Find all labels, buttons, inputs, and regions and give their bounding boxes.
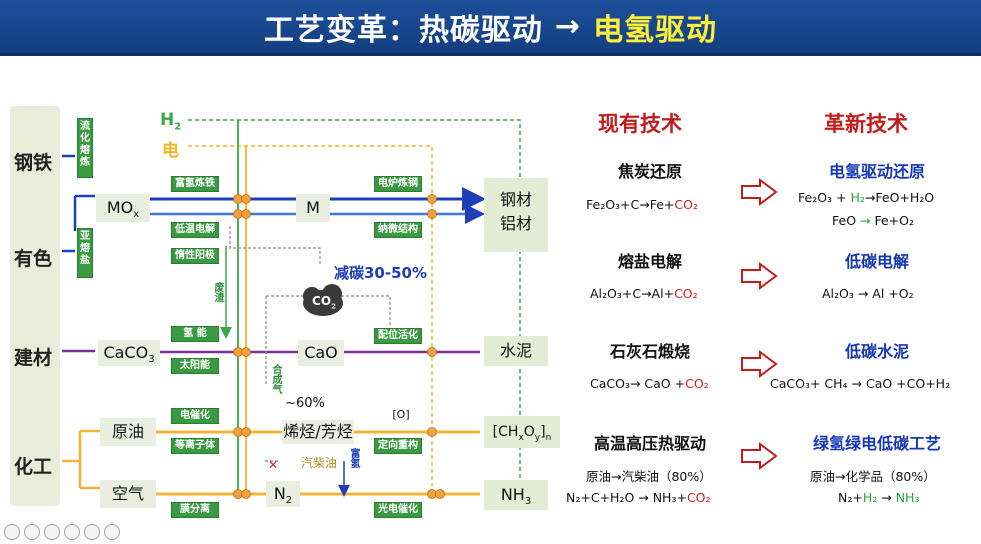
process-hydrogen-energy: 氢 能 <box>171 326 219 342</box>
old-eq-iron: Fe₂O₃+C→Fe+CO₂ <box>586 197 698 212</box>
product-aluminum: 铝材 <box>499 214 532 233</box>
label-waste-slag: 废渣 <box>212 282 223 302</box>
new-title-low-carbon-electrolysis: 低碳电解 <box>844 252 909 271</box>
control-icon-2[interactable] <box>24 524 40 540</box>
old-eq-chemical-1: 原油→汽柴油（80%） <box>586 469 712 484</box>
old-title-molten-salt: 熔盐电解 <box>617 252 682 271</box>
process-electrocatalysis: 电催化 <box>171 408 219 424</box>
new-title-h2-reduction: 电氢驱动还原 <box>828 162 925 181</box>
node-cao: CaO <box>298 340 344 366</box>
process-nano-structure: 纳微结构 <box>374 222 422 238</box>
category-panel <box>10 106 60 506</box>
node-crude-oil: 原油 <box>100 418 156 446</box>
control-icon-4[interactable] <box>64 524 80 540</box>
electricity-source-label: 电 <box>162 141 179 161</box>
old-eq-aluminum: Al₂O₃+C→Al+CO₂ <box>590 286 698 301</box>
column-new-tech: 革新技术 <box>824 112 908 136</box>
node-air: 空气 <box>100 480 156 508</box>
label-hydrogen-rich: 富氢 <box>348 448 359 468</box>
old-title-high-temp-pressure: 高温高压热驱动 <box>593 434 706 453</box>
label-oxygen: [O] <box>392 408 410 421</box>
label-syngas: 合成气 <box>270 364 281 394</box>
co2-cloud-icon <box>303 284 343 316</box>
control-icon-6[interactable] <box>104 524 120 540</box>
process-plasma: 等离子体 <box>171 438 219 454</box>
node-caco3: CaCO3 <box>98 340 160 366</box>
old-eq-cement: CaCO₃→ CaO +CO₂ <box>590 376 709 391</box>
co2-cloud-label: CO2 <box>312 294 336 311</box>
arrow-right-icon <box>741 442 778 470</box>
process-directional-restructure: 定向重构 <box>374 438 422 454</box>
process-inert-anode: 惰性阳极 <box>171 248 219 264</box>
process-photoelectrocatalysis: 光电催化 <box>374 502 422 518</box>
new-eq-iron-2: FeO → Fe+O₂ <box>832 213 914 228</box>
product-cement: 水泥 <box>484 336 548 366</box>
title-arrow: → <box>554 9 582 44</box>
old-title-coke-reduction: 焦炭还原 <box>617 162 682 181</box>
new-eq-chemical-1: 原油→化学品（80%） <box>810 469 936 484</box>
arrow-right-icon <box>741 350 778 378</box>
process-low-temp-electrolysis: 低温电解 <box>171 222 219 238</box>
new-eq-aluminum: Al₂O₃ → Al +O₂ <box>822 286 914 301</box>
h2-source-label: H2 <box>160 110 182 133</box>
new-eq-cement: CaCO₃+ CH₄ → CaO +CO+H₂ <box>770 376 951 391</box>
title-part-2: 电氢驱动 <box>593 12 718 48</box>
product-chxoy: [CHxOy]n <box>484 416 560 448</box>
category-building: 建材 <box>14 347 53 369</box>
new-eq-iron-1: Fe₂O₃ + H₂→FeO+H₂O <box>798 190 935 205</box>
new-title-low-carbon-cement: 低碳水泥 <box>844 342 909 361</box>
new-eq-chemical-2: N₂+H₂ → NH₃ <box>838 490 920 505</box>
process-coordination-activation: 配位活化 <box>374 328 422 344</box>
slide-title: 工艺变革：热碳驱动 → 电氢驱动 <box>0 0 981 56</box>
control-icon-3[interactable] <box>44 524 60 540</box>
label-diesel: 汽柴油 <box>300 456 337 470</box>
carbon-reduction-label: 减碳30-50% <box>334 264 428 282</box>
node-mox: MOx <box>96 194 150 222</box>
old-title-limestone: 石灰石煅烧 <box>609 342 690 361</box>
process-electric-furnace: 电炉炼钢 <box>374 176 422 192</box>
process-membrane-separation: 膜分离 <box>171 502 219 518</box>
label-60-percent: ~60% <box>285 396 325 411</box>
title-part-1: 工艺变革：热碳驱动 <box>263 12 543 48</box>
control-icon-1[interactable] <box>4 524 20 540</box>
new-title-green-process: 绿氢绿电低碳工艺 <box>812 434 941 453</box>
category-steel: 钢铁 <box>14 152 53 174</box>
arrow-right-icon <box>741 178 778 206</box>
node-olefin-aromatics: 烯烃/芳烃 <box>282 420 354 444</box>
process-solar-energy: 太阳能 <box>171 358 219 374</box>
product-steel-aluminum: 钢材 铝材 <box>484 178 548 252</box>
category-chemical: 化工 <box>14 456 53 478</box>
slide-body: ✕ 钢铁 有色 建材 化工 流化熔炼 亚熔盐 H2 电 MOx M CaCO3 … <box>0 56 981 544</box>
column-existing-tech: 现有技术 <box>598 112 682 136</box>
old-eq-chemical-2: N₂+C+H₂O → NH₃+CO₂ <box>566 490 711 505</box>
control-icon-5[interactable] <box>84 524 100 540</box>
category-nonferrous: 有色 <box>14 248 53 270</box>
process-hydrogen-ironmaking: 富氢炼铁 <box>171 176 219 192</box>
node-metal: M <box>296 194 330 222</box>
arrow-right-icon <box>741 262 778 290</box>
product-ammonia: NH3 <box>484 480 548 510</box>
player-controls <box>0 524 150 544</box>
process-sub-molten-salt: 亚熔盐 <box>77 228 93 278</box>
svg-text:✕: ✕ <box>268 458 278 472</box>
product-steel: 钢材 <box>499 190 532 209</box>
process-fluidized-smelting: 流化熔炼 <box>77 118 93 178</box>
node-n2: N2 <box>266 481 300 507</box>
